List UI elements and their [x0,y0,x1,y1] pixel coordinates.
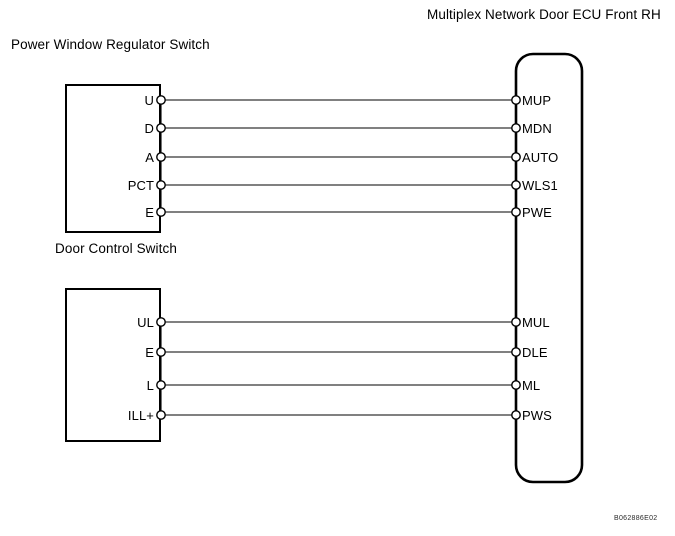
terminal-mdn [511,123,521,133]
figure-code: B062886E02 [614,515,658,522]
pin-label-d: D [144,121,154,136]
ecu-box [514,52,584,484]
lower-connector-title: Door Control Switch [55,241,177,256]
terminal-mul [511,317,521,327]
terminal-l [156,380,166,390]
pin-label-a: A [145,150,154,165]
terminal-ml [511,380,521,390]
terminal-e-lower [156,347,166,357]
pin-label-pws: PWS [522,408,552,423]
pin-label-mup: MUP [522,93,552,108]
terminal-dle [511,347,521,357]
terminal-pws [511,410,521,420]
pin-label-wls1: WLS1 [522,178,558,193]
pin-label-pct: PCT [127,178,154,193]
pin-label-illplus: ILL+ [127,408,154,423]
ecu-title: Multiplex Network Door ECU Front RH [427,7,661,22]
upper-connector-title: Power Window Regulator Switch [11,37,210,52]
pin-label-ml: ML [522,378,541,393]
pin-label-e-upper: E [145,205,154,220]
terminal-e-upper [156,207,166,217]
lower-connector-box [65,288,161,442]
terminal-u [156,95,166,105]
pin-label-e-lower: E [145,345,154,360]
terminal-d [156,123,166,133]
pin-label-auto: AUTO [522,150,559,165]
terminal-illplus [156,410,166,420]
terminal-auto [511,152,521,162]
pin-label-u: U [144,93,154,108]
terminal-ul [156,317,166,327]
upper-connector-box [65,84,161,233]
pin-label-mul: MUL [522,315,550,330]
terminal-wls1 [511,180,521,190]
terminal-mup [511,95,521,105]
pin-label-mdn: MDN [522,121,552,136]
pin-label-l: L [146,378,154,393]
pin-label-ul: UL [137,315,154,330]
terminal-pct [156,180,166,190]
pin-label-dle: DLE [522,345,548,360]
terminal-pwe [511,207,521,217]
pin-label-pwe: PWE [522,205,552,220]
terminal-a [156,152,166,162]
